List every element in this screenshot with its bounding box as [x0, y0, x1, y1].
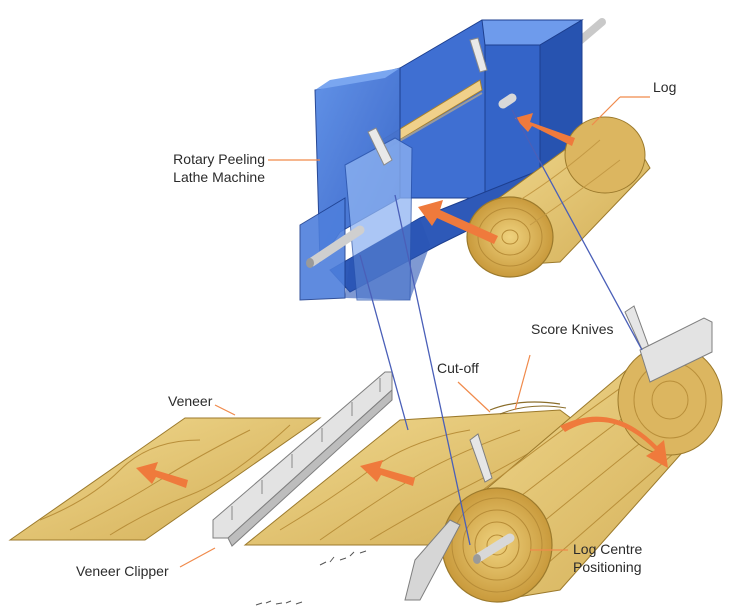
score-knife — [469, 305, 651, 483]
label-veneer: Veneer — [168, 393, 213, 409]
shavings — [255, 550, 367, 606]
veneer-sheet-left — [8, 417, 322, 541]
label-score-knives: Score Knives — [531, 321, 614, 337]
label-lathe-line2: Lathe Machine — [173, 169, 265, 185]
veneer-sheet-right — [243, 401, 601, 546]
leader-lines — [179, 96, 650, 568]
label-lathe-line1: Rotary Peeling — [173, 151, 265, 167]
connector-lines — [359, 109, 643, 546]
log-lower — [441, 344, 723, 603]
label-centre-line2: Positioning — [573, 559, 642, 575]
label-cut-off: Cut-off — [437, 360, 479, 376]
label-log: Log — [653, 79, 677, 95]
rotation-arrow — [560, 416, 668, 468]
veneer-clipper-blade — [212, 371, 393, 547]
label-veneer-clipper: Veneer Clipper — [76, 563, 169, 579]
lathe-machine — [299, 18, 606, 301]
log-upper — [466, 116, 651, 278]
label-centre-line1: Log Centre — [573, 541, 643, 557]
feed-arrows — [418, 113, 575, 244]
pressure-bar — [404, 317, 713, 601]
